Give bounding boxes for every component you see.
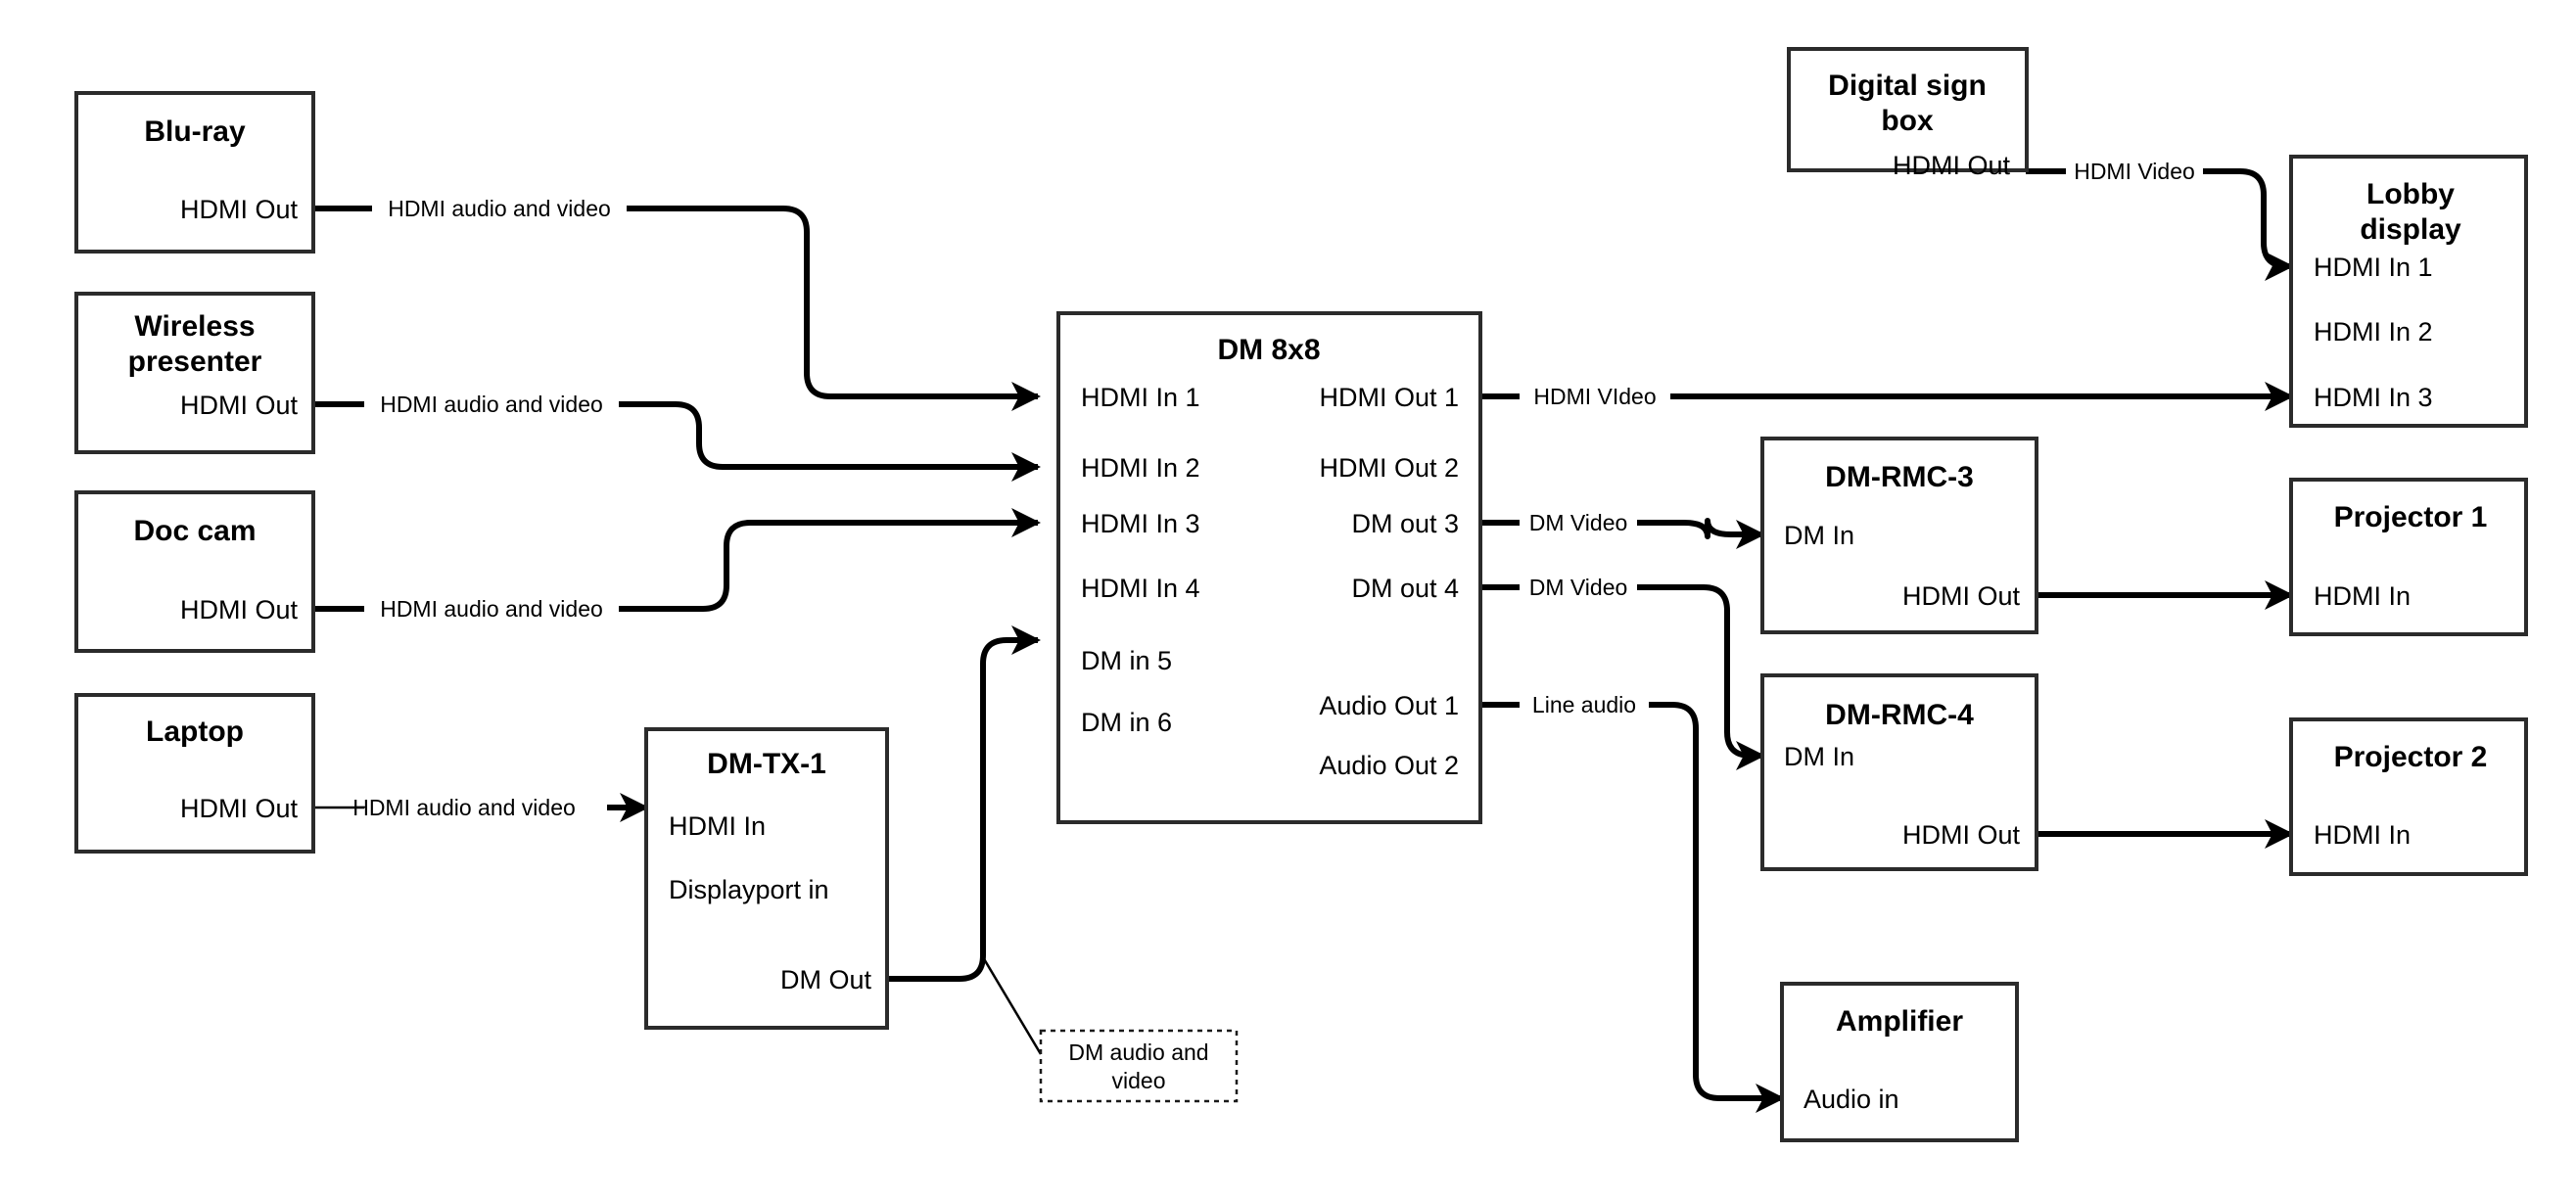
node-dm-rmc-3[interactable]: DM-RMC-3 DM In HDMI Out	[1760, 437, 2038, 634]
dm-8x8-title: DM 8x8	[1217, 334, 1320, 366]
wire-sign-to-lobby-in1	[2026, 168, 2291, 266]
digital-sign-title-line1: Digital sign	[1828, 69, 1987, 102]
dm-8x8-input-2: HDMI In 2	[1081, 453, 1200, 483]
node-wireless-presenter[interactable]: Wireless presenter HDMI Out	[74, 292, 315, 454]
label-dm-out4-to-rmc4: DM Video	[1529, 575, 1628, 600]
dm-8x8-input-1: HDMI In 1	[1081, 383, 1200, 412]
wire-dmtx1-to-dm-in5	[887, 625, 1041, 982]
dm-rmc-4-box[interactable]	[1760, 673, 2038, 871]
wire-dm-out3-to-rmc3	[1480, 521, 1762, 536]
lobby-display-port-hdmi-in-2: HDMI In 2	[2314, 317, 2433, 346]
note-dm-audio-and-video: DM audio and video	[1039, 1029, 1239, 1103]
dm-8x8-output-3: DM out 3	[1351, 509, 1459, 538]
dm-tx-1-title: DM-TX-1	[707, 748, 826, 780]
dm-tx-1-port-dm-out: DM Out	[780, 965, 872, 994]
dm-8x8-output-4: DM out 4	[1351, 574, 1459, 603]
lobby-display-port-hdmi-in-3: HDMI In 3	[2314, 383, 2433, 412]
dm-rmc-3-port-hdmi-out: HDMI Out	[1902, 581, 2021, 611]
bluray-port-hdmi-out: HDMI Out	[180, 195, 299, 224]
projector-2-port-hdmi-in: HDMI In	[2314, 820, 2411, 850]
lobby-display-port-hdmi-in-1: HDMI In 1	[2314, 253, 2433, 282]
digital-sign-title-line2: box	[1881, 105, 1934, 137]
projector-1-port-hdmi-in: HDMI In	[2314, 581, 2411, 611]
projector-1-title: Projector 1	[2334, 501, 2488, 533]
node-dm-rmc-4[interactable]: DM-RMC-4 DM In HDMI Out	[1760, 673, 2038, 871]
node-digital-sign-box[interactable]: Digital sign box HDMI Out	[1787, 47, 2029, 180]
dm-8x8-output-6: Audio Out 2	[1319, 751, 1459, 780]
dm-rmc-4-port-hdmi-out: HDMI Out	[1902, 820, 2021, 850]
amplifier-title: Amplifier	[1836, 1005, 1963, 1038]
doc-cam-title: Doc cam	[133, 515, 256, 547]
lobby-display-title-line1: Lobby	[2366, 178, 2455, 210]
dm-8x8-box[interactable]	[1056, 311, 1482, 824]
dm-av-note-line1: DM audio and	[1068, 1039, 1208, 1065]
node-dm-tx-1[interactable]: DM-TX-1 HDMI In Displayport in DM Out	[644, 727, 889, 1030]
lobby-display-box[interactable]	[2289, 155, 2528, 428]
wireless-presenter-port-hdmi-out: HDMI Out	[180, 391, 299, 420]
node-dm-8x8[interactable]: DM 8x8 HDMI In 1 HDMI In 2 HDMI In 3 HDM…	[1056, 311, 1482, 824]
dm-tx-1-port-hdmi-in: HDMI In	[669, 811, 766, 841]
node-bluray[interactable]: Blu-ray HDMI Out	[74, 91, 315, 254]
node-projector-1[interactable]: Projector 1 HDMI In	[2289, 478, 2528, 636]
label-dm-audio-to-amplifier: Line audio	[1532, 692, 1636, 717]
wireless-presenter-box[interactable]	[74, 292, 315, 454]
laptop-title: Laptop	[146, 716, 244, 748]
dm-8x8-input-6: DM in 6	[1081, 708, 1172, 737]
projector-1-box[interactable]	[2289, 478, 2528, 636]
node-projector-2[interactable]: Projector 2 HDMI In	[2289, 717, 2528, 876]
node-laptop[interactable]: Laptop HDMI Out	[74, 693, 315, 854]
projector-2-title: Projector 2	[2334, 741, 2488, 773]
label-dm-out1-to-lobby: HDMI VIdeo	[1533, 384, 1656, 409]
label-wireless-to-dm: HDMI audio and video	[380, 392, 603, 417]
dm-rmc-3-port-dm-in: DM In	[1784, 521, 1854, 550]
dm-8x8-output-5: Audio Out 1	[1319, 691, 1459, 720]
doc-cam-box[interactable]	[74, 490, 315, 653]
digital-sign-box[interactable]	[1787, 47, 2029, 172]
wire-doccam-to-dm-in3	[313, 523, 1038, 612]
dm-8x8-output-2: HDMI Out 2	[1319, 453, 1459, 483]
wireless-presenter-title-line2: presenter	[128, 346, 262, 378]
laptop-box[interactable]	[74, 693, 315, 854]
dm-8x8-input-5: DM in 5	[1081, 646, 1172, 675]
dm-rmc-4-title: DM-RMC-4	[1825, 699, 1974, 731]
leader-line-dm-av-note	[981, 956, 1043, 1055]
label-laptop-to-dmtx1: HDMI audio and video	[352, 795, 576, 820]
dm-tx-1-box[interactable]	[644, 727, 889, 1030]
dm-rmc-4-port-dm-in: DM In	[1784, 742, 1854, 771]
dm-av-note-line2: video	[1112, 1068, 1166, 1093]
wire-dm-audio-to-amplifier	[1480, 702, 1782, 1098]
label-dm-out3-to-rmc3: DM Video	[1529, 510, 1628, 535]
wire-dm-out4-to-rmc4	[1480, 584, 1762, 756]
wireless-presenter-title-line1: Wireless	[134, 310, 255, 343]
dm-av-note-box	[1039, 1029, 1239, 1103]
dm-8x8-input-3: HDMI In 3	[1081, 509, 1200, 538]
dm-rmc-3-title: DM-RMC-3	[1825, 461, 1974, 493]
amplifier-box[interactable]	[1780, 982, 2019, 1142]
dm-8x8-input-4: HDMI In 4	[1081, 574, 1200, 603]
dm-tx-1-port-displayport-in: Displayport in	[669, 875, 829, 904]
laptop-port-hdmi-out: HDMI Out	[180, 794, 299, 823]
lobby-display-title-line2: display	[2360, 213, 2461, 246]
dm-8x8-output-1: HDMI Out 1	[1319, 383, 1459, 412]
amplifier-port-audio-in: Audio in	[1803, 1085, 1899, 1114]
projector-2-box[interactable]	[2289, 717, 2528, 876]
node-amplifier[interactable]: Amplifier Audio in	[1780, 982, 2019, 1142]
label-doccam-to-dm: HDMI audio and video	[380, 596, 603, 622]
wire-bluray-to-dm-in1	[313, 206, 1038, 396]
dm-rmc-3-box[interactable]	[1760, 437, 2038, 634]
digital-sign-port-hdmi-out: HDMI Out	[1893, 151, 2011, 180]
doc-cam-port-hdmi-out: HDMI Out	[180, 595, 299, 624]
bluray-title: Blu-ray	[144, 115, 246, 148]
wire-wireless-to-dm-in2	[313, 401, 1038, 467]
bluray-box[interactable]	[74, 91, 315, 254]
node-lobby-display[interactable]: Lobby display HDMI In 1 HDMI In 2 HDMI I…	[2289, 155, 2528, 428]
node-doc-cam[interactable]: Doc cam HDMI Out	[74, 490, 315, 653]
label-sign-to-lobby: HDMI Video	[2074, 159, 2195, 184]
label-bluray-to-dm: HDMI audio and video	[388, 196, 611, 221]
